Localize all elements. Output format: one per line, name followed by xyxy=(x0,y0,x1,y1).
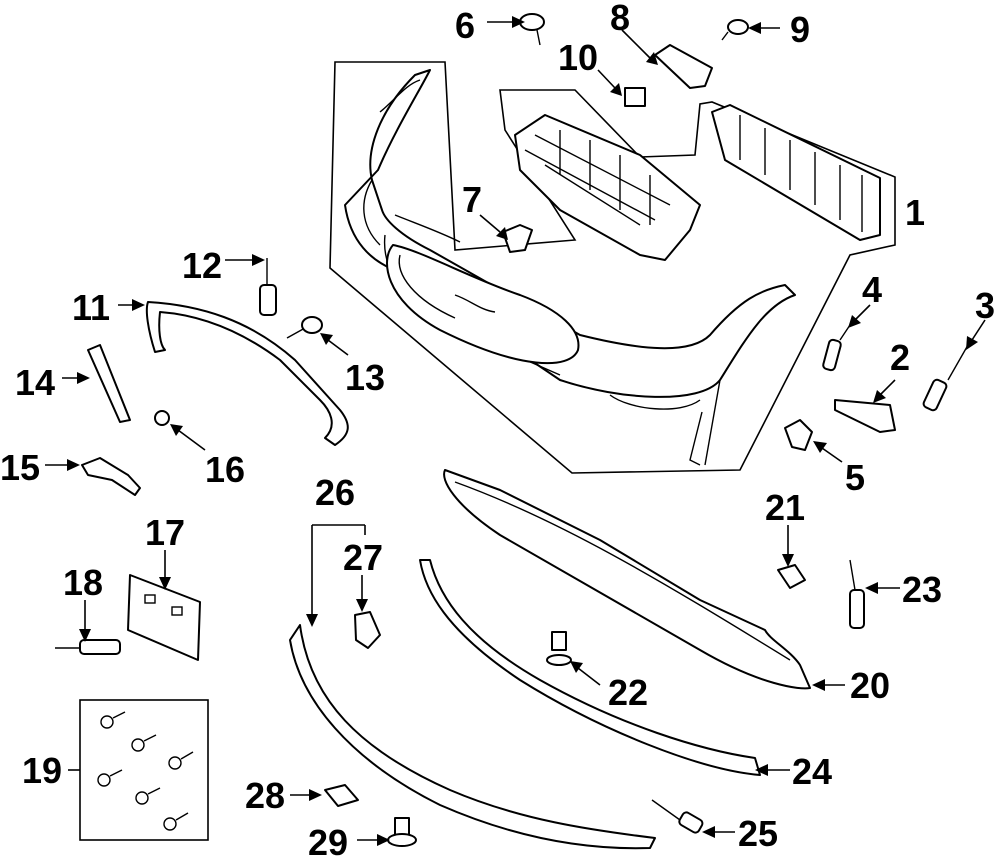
callout-9: 9 xyxy=(790,9,810,50)
screw-item-9[interactable] xyxy=(721,19,749,41)
washer-item-16[interactable] xyxy=(154,410,170,426)
pin-item-4[interactable] xyxy=(822,324,851,372)
callout-5: 5 xyxy=(845,457,865,498)
callout-2: 2 xyxy=(890,337,910,378)
callout-8: 8 xyxy=(610,0,630,38)
leader-lines xyxy=(45,16,986,846)
bolt-item-13[interactable] xyxy=(286,316,323,339)
screw-kit-item-19[interactable] xyxy=(79,699,209,841)
callout-18: 18 xyxy=(63,562,103,603)
callout-27: 27 xyxy=(343,537,383,578)
clip-item-10[interactable] xyxy=(624,87,646,107)
upper-trim-molding[interactable] xyxy=(145,301,349,446)
callout-25: 25 xyxy=(738,813,778,854)
license-plate-bracket[interactable] xyxy=(127,574,201,661)
push-pin-item-22[interactable] xyxy=(546,631,572,666)
grille-support-bracket[interactable] xyxy=(514,114,701,261)
callout-11: 11 xyxy=(72,287,110,328)
callout-24: 24 xyxy=(792,751,832,792)
bracket-item-8[interactable] xyxy=(654,44,713,89)
callout-14: 14 xyxy=(15,362,55,403)
callout-3: 3 xyxy=(975,285,995,326)
callout-7: 7 xyxy=(462,179,482,220)
bumper-cover-assembly-frame xyxy=(329,61,896,474)
pin-item-23[interactable] xyxy=(849,559,865,629)
callout-19: 19 xyxy=(22,750,62,791)
lower-valance-molding[interactable] xyxy=(419,559,761,776)
callout-21: 21 xyxy=(765,487,805,528)
bolt-item-18[interactable] xyxy=(55,639,121,655)
pin-item-3[interactable] xyxy=(922,344,969,412)
lower-air-deflector[interactable] xyxy=(289,624,656,850)
pin-item-6[interactable] xyxy=(519,13,545,46)
callout-28: 28 xyxy=(245,775,285,816)
callout-13: 13 xyxy=(345,357,385,398)
callout-4: 4 xyxy=(862,269,882,310)
callout-20: 20 xyxy=(850,665,890,706)
sensor-item-5[interactable] xyxy=(784,419,813,451)
callout-6: 6 xyxy=(455,5,475,46)
clip-item-28[interactable] xyxy=(324,784,359,807)
clip-item-7[interactable] xyxy=(502,224,533,253)
callout-29: 29 xyxy=(308,822,348,858)
bracket-item-27[interactable] xyxy=(354,611,381,649)
bracket-item-14[interactable] xyxy=(87,344,131,423)
callout-1: 1 xyxy=(905,192,925,233)
bumper-cover[interactable] xyxy=(344,69,796,466)
callout-22: 22 xyxy=(608,672,648,713)
callout-10: 10 xyxy=(558,37,598,78)
bolt-item-25[interactable] xyxy=(651,799,704,834)
callout-17: 17 xyxy=(145,512,185,553)
clip-item-21[interactable] xyxy=(777,564,806,589)
callout-23: 23 xyxy=(902,569,942,610)
pin-item-12[interactable] xyxy=(259,258,277,316)
callout-26: 26 xyxy=(315,472,355,513)
callout-12: 12 xyxy=(182,245,222,286)
energy-absorber[interactable] xyxy=(711,104,881,241)
bracket-item-2[interactable] xyxy=(834,399,896,433)
callout-16: 16 xyxy=(205,449,245,490)
bracket-item-15[interactable] xyxy=(81,457,141,496)
bolt-item-29[interactable] xyxy=(387,817,417,847)
lower-grille[interactable] xyxy=(443,469,811,690)
callout-15: 15 xyxy=(0,447,40,488)
